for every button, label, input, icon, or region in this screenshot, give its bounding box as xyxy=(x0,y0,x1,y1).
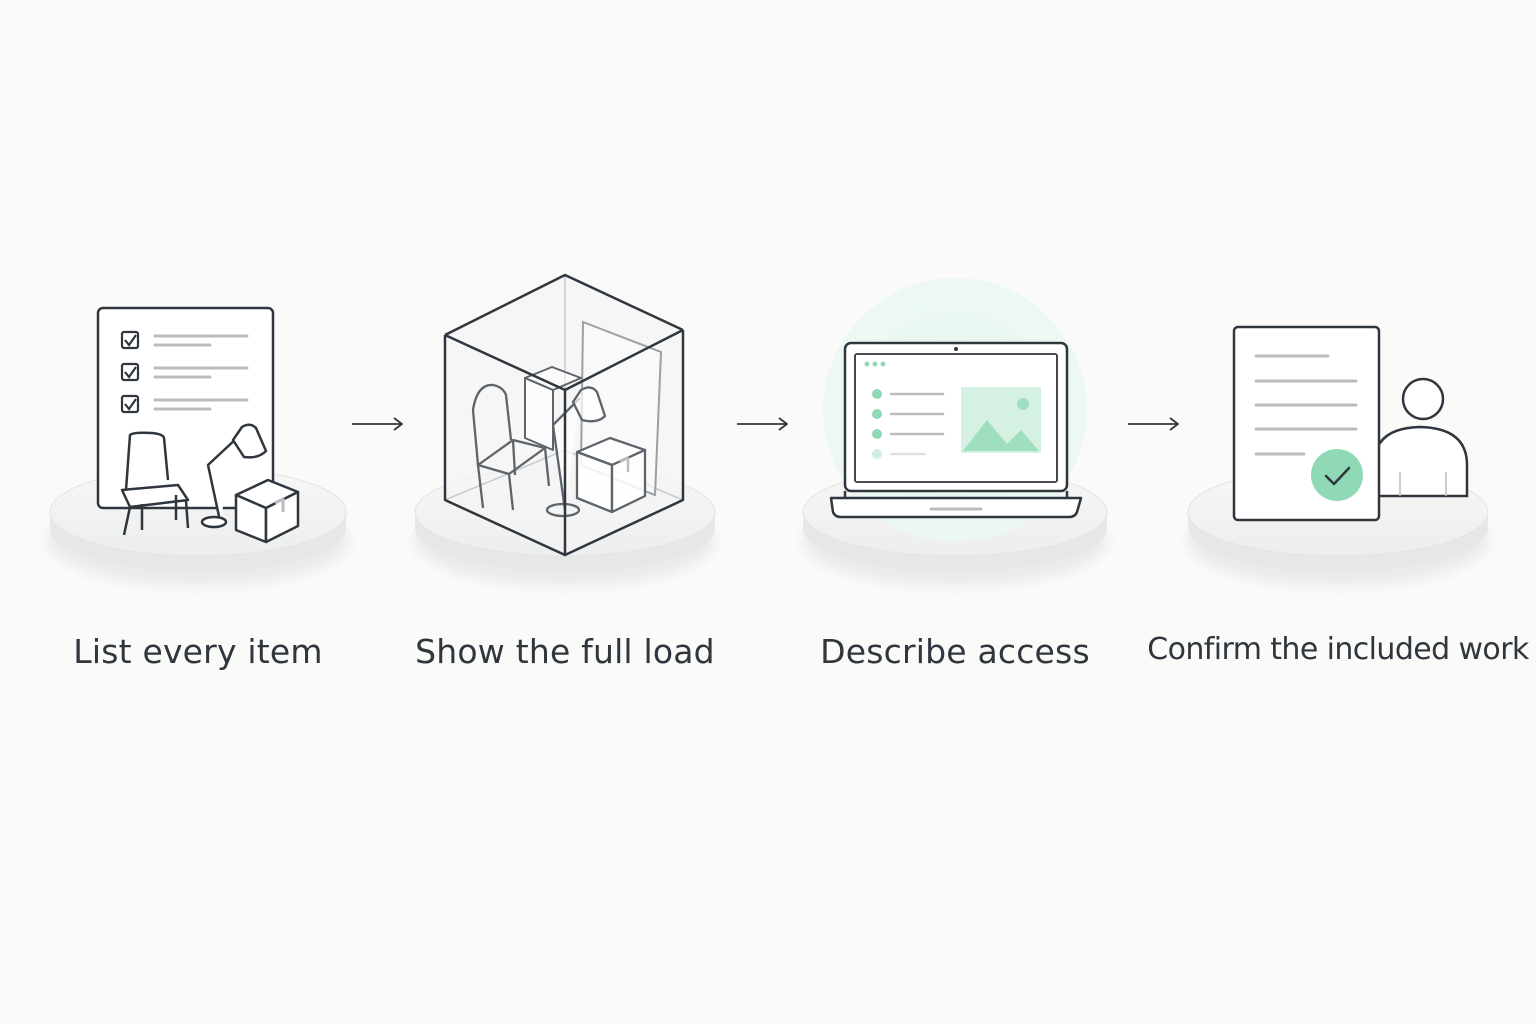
right-arrow-icon xyxy=(737,417,788,431)
cube-edges xyxy=(443,273,685,557)
step-label: List every item xyxy=(73,632,323,671)
checklist-icon xyxy=(96,306,275,510)
list-bullets xyxy=(872,389,945,459)
document-person-illustration xyxy=(1187,325,1489,586)
step-show-the-full-load: Show the full load xyxy=(385,250,745,710)
box-icon xyxy=(575,436,647,514)
step-label: Confirm the included work xyxy=(1147,632,1529,667)
chair-icon xyxy=(471,383,551,511)
chair-icon xyxy=(120,431,190,536)
checkmark-badge-icon xyxy=(1311,449,1363,501)
cube-load-illustration xyxy=(414,273,716,586)
box-icon xyxy=(524,366,582,451)
step-describe-access: Describe access xyxy=(775,250,1135,710)
step-label: Show the full load xyxy=(415,632,715,671)
person-icon xyxy=(1372,377,1469,498)
laptop-illustration xyxy=(802,278,1108,586)
step-confirm-the-included-work: Confirm the included work xyxy=(1147,250,1529,710)
box-icon xyxy=(234,478,300,544)
step-list-every-item: List every item xyxy=(18,250,378,710)
checklist-furniture-illustration xyxy=(48,306,348,586)
laptop-icon xyxy=(829,341,1083,519)
lamp-icon xyxy=(545,386,607,518)
image-placeholder-icon xyxy=(961,387,1041,453)
right-arrow-icon xyxy=(1128,417,1179,431)
step-label: Describe access xyxy=(820,632,1090,671)
right-arrow-icon xyxy=(352,417,403,431)
lamp-icon xyxy=(200,423,268,529)
